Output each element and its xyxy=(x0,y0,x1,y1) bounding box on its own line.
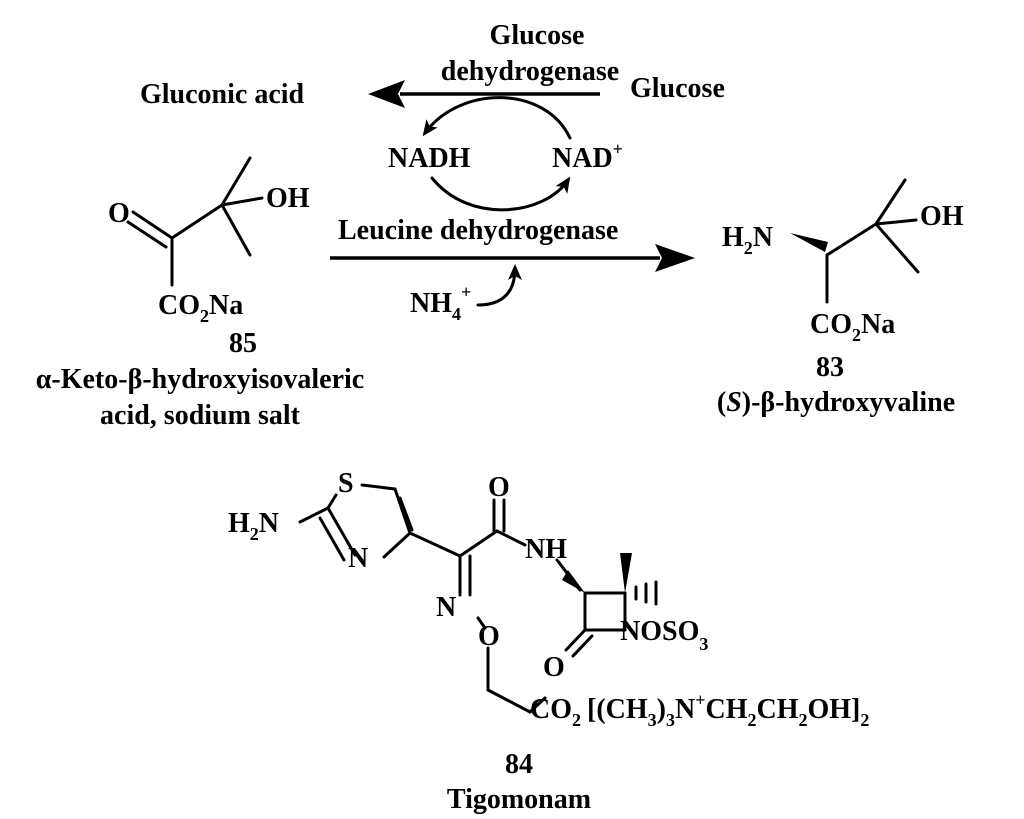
glucose-dehydrogenase-label-line1: Glucose xyxy=(490,20,585,51)
compound-84-number: 84 xyxy=(505,749,533,780)
compound-83-carboxylate: CO2Na xyxy=(810,309,895,345)
glucose-dehydrogenase-label-line2: dehydrogenase xyxy=(441,56,619,87)
compound-84-lactam-oxygen: O xyxy=(543,652,565,683)
nad-label: NAD+ xyxy=(552,139,623,174)
compound-85-structure xyxy=(126,156,264,287)
compound-85-number: 85 xyxy=(229,328,257,359)
compound-85-keto-oxygen: O xyxy=(108,198,130,229)
nad-to-nadh-arc xyxy=(422,96,572,140)
leucine-dehydrogenase-label: Leucine dehydrogenase xyxy=(338,215,618,246)
compound-85-name-line2: acid, sodium salt xyxy=(100,400,301,431)
compound-83-number: 83 xyxy=(816,352,844,383)
glucose-oxidation-arrow xyxy=(368,80,600,108)
ammonium-uptake-arc xyxy=(476,264,522,307)
compound-85-hydroxyl: OH xyxy=(266,183,310,214)
nadh-label: NADH xyxy=(388,143,471,174)
compound-83-structure xyxy=(790,178,920,304)
compound-84-thiazole-nitrogen: N xyxy=(348,543,368,574)
compound-84-carbonyl-oxygen: O xyxy=(488,472,510,503)
compound-83-hydroxyl: OH xyxy=(920,201,964,232)
compound-84-n-sulfonate: NOSO3 xyxy=(620,616,708,654)
compound-84-name: Tigomonam xyxy=(447,784,591,815)
compound-84-choline-salt: CO2[(CH3)3N+CH2CH2OH]2 xyxy=(530,690,869,730)
compound-83-name: (S)-β-hydroxyvaline xyxy=(717,387,955,418)
glucose-label: Glucose xyxy=(630,73,725,104)
gluconic-acid-label: Gluconic acid xyxy=(140,79,305,110)
ammonium-label: NH4+ xyxy=(410,282,471,324)
compound-83-amine: H2N xyxy=(722,222,773,258)
nadh-to-nad-arc xyxy=(430,176,571,212)
compound-84-thiazole-sulfur: S xyxy=(338,468,354,499)
compound-84-amide-nh: NH xyxy=(525,534,567,565)
compound-85-carboxylate: CO2Na xyxy=(158,290,243,326)
compound-84-structure xyxy=(298,483,658,714)
compound-84-oxime-oxygen: O xyxy=(478,621,500,652)
compound-84-amine: H2N xyxy=(228,508,279,544)
compound-85-name-line1: α-Keto-β-hydroxyisovaleric xyxy=(36,364,364,395)
compound-84-oxime-nitrogen: N xyxy=(436,592,456,623)
main-reaction-arrow xyxy=(330,244,695,272)
